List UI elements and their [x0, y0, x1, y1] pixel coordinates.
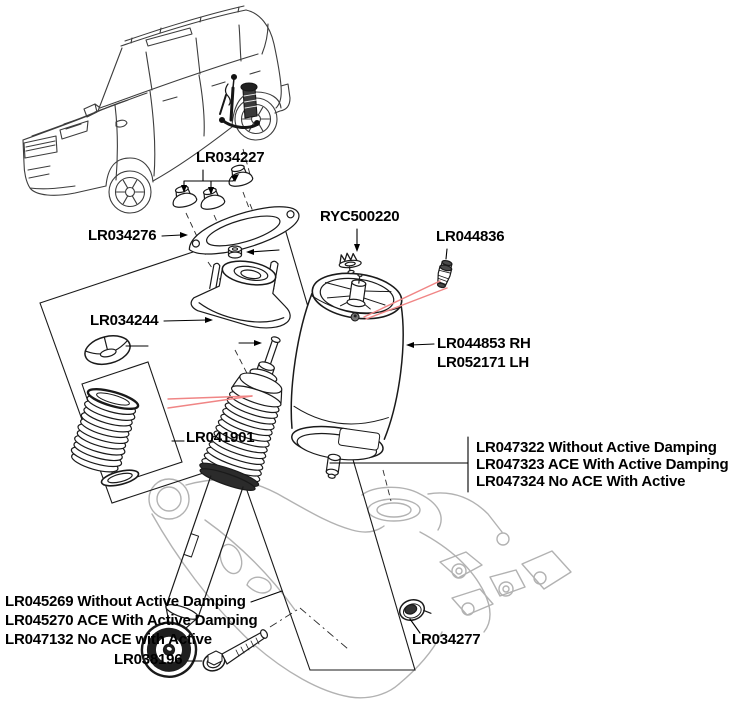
- assembly-variant-line3: LR047132 No ACE with Active: [5, 631, 212, 648]
- air-spring-lh-number: LR052171 LH: [437, 354, 530, 371]
- part-label-lr041901: LR041901: [186, 429, 255, 446]
- assembly-variant-line1: LR045269 Without Active Damping: [5, 593, 246, 610]
- dust-boot: [70, 387, 140, 473]
- shock-variant-line3: LR047324 No ACE With Active: [476, 473, 686, 490]
- seal-ring: [100, 469, 140, 487]
- highlighted-rear-suspension: [218, 73, 261, 129]
- part-label-lr034276: LR034276: [88, 227, 157, 244]
- part-label-lr038196: LR038196: [114, 651, 183, 668]
- retainer-clip: [338, 252, 362, 275]
- shock-variant-line2: LR047323 ACE With Active Damping: [476, 456, 729, 473]
- red-pointer-lines: [167, 280, 448, 409]
- shock-variant-line1: LR047322 Without Active Damping: [476, 439, 717, 456]
- part-label-lr034277: LR034277: [412, 631, 481, 648]
- part-label-assembly-variants: LR045269 Without Active Damping LR045270…: [5, 592, 258, 649]
- grommet-3: [228, 164, 254, 187]
- air-spring-rh-number: LR044853 RH: [437, 335, 531, 352]
- leader-lines: [125, 169, 469, 662]
- top-mount: [190, 260, 291, 329]
- bump-stop: [84, 335, 131, 366]
- part-label-ryc500220: RYC500220: [320, 208, 400, 225]
- bolt: [202, 629, 268, 672]
- part-label-lr044836: LR044836: [436, 228, 505, 245]
- part-label-air-spring: LR044853 RH LR052171 LH: [437, 334, 531, 372]
- air-spring: [290, 272, 404, 479]
- vehicle-illustration: [22, 5, 291, 214]
- mount-stud-nut: [227, 245, 243, 259]
- air-valve: [436, 259, 453, 289]
- grommet-1: [172, 185, 198, 208]
- part-label-shock-variants: LR047322 Without Active Damping LR047323…: [476, 439, 729, 490]
- shock-absorber: [140, 336, 283, 678]
- part-label-lr034244: LR034244: [90, 312, 159, 329]
- assembly-variant-line2: LR045270 ACE With Active Damping: [5, 612, 258, 629]
- washer: [398, 598, 432, 622]
- part-label-lr034227: LR034227: [196, 149, 265, 166]
